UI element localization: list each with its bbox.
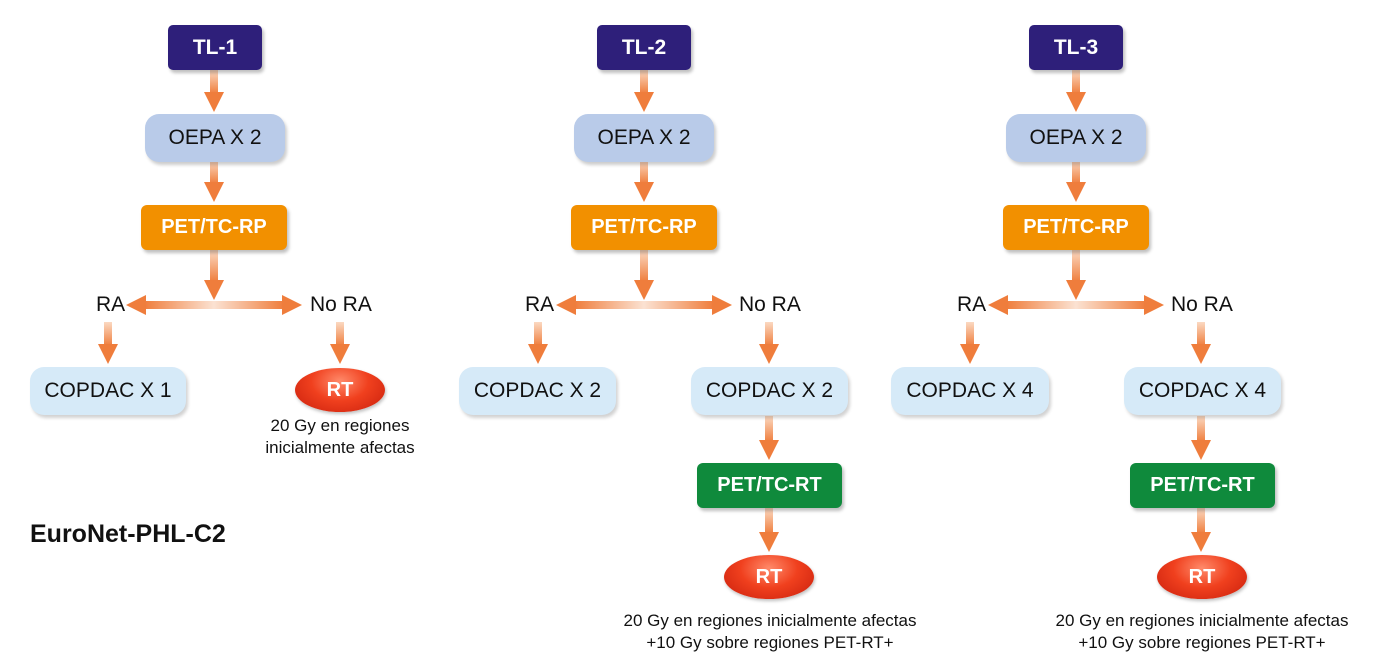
ra-label: RA <box>957 293 987 316</box>
copdac-box: COPDAC X 4 <box>1124 367 1281 415</box>
pet-tc-rp-box: PET/TC-RP <box>1003 205 1149 250</box>
arrow <box>1066 250 1086 300</box>
note-line: inicialmente afectas <box>265 438 415 457</box>
note-line: +10 Gy sobre regiones PET-RT+ <box>1078 633 1326 652</box>
arrow <box>1066 160 1086 202</box>
rt-dose-note: 20 Gy en regiones inicialmente afectas +… <box>590 610 950 654</box>
no-ra-label: No RA <box>1171 293 1233 316</box>
rt-dose-note: 20 Gy en regiones inicialmente afectas +… <box>1022 610 1382 654</box>
oepa-box: OEPA X 2 <box>574 114 714 162</box>
note-line: 20 Gy en regiones inicialmente afectas <box>623 611 917 630</box>
arrow <box>1191 322 1211 364</box>
ra-label: RA <box>525 293 555 316</box>
rt-dose-note: 20 Gy en regiones inicialmente afectas <box>220 415 460 459</box>
tl-1-box: TL-1 <box>168 25 262 70</box>
arrow <box>634 70 654 112</box>
note-line: 20 Gy en regiones inicialmente afectas <box>1055 611 1349 630</box>
arrow <box>759 508 779 552</box>
oepa-box: OEPA X 2 <box>145 114 285 162</box>
arrow <box>98 322 118 364</box>
tl-2-box: TL-2 <box>597 25 691 70</box>
copdac-box: COPDAC X 2 <box>459 367 616 415</box>
rt-ellipse: RT <box>1157 555 1247 599</box>
pet-tc-rp-box: PET/TC-RP <box>141 205 287 250</box>
no-ra-label: No RA <box>310 293 372 316</box>
oepa-box: OEPA X 2 <box>1006 114 1146 162</box>
arrow <box>204 250 224 300</box>
branch-arrow <box>126 295 302 315</box>
protocol-title: EuroNet-PHL-C2 <box>30 520 226 548</box>
copdac-box: COPDAC X 2 <box>691 367 848 415</box>
pet-tc-rt-box: PET/TC-RT <box>697 463 842 508</box>
arrow <box>528 322 548 364</box>
no-ra-label: No RA <box>739 293 801 316</box>
arrow <box>960 322 980 364</box>
copdac-box: COPDAC X 1 <box>30 367 186 415</box>
arrow <box>759 322 779 364</box>
arrow <box>204 70 224 112</box>
copdac-box: COPDAC X 4 <box>891 367 1049 415</box>
arrow <box>204 160 224 202</box>
arrow <box>634 160 654 202</box>
arrow <box>1191 508 1211 552</box>
arrow <box>330 322 350 364</box>
branch-arrow <box>556 295 732 315</box>
arrow <box>1066 70 1086 112</box>
tl-3-box: TL-3 <box>1029 25 1123 70</box>
arrow <box>634 250 654 300</box>
ra-label: RA <box>96 293 126 316</box>
note-line: +10 Gy sobre regiones PET-RT+ <box>646 633 894 652</box>
rt-ellipse: RT <box>724 555 814 599</box>
note-line: 20 Gy en regiones <box>270 416 410 435</box>
arrow <box>759 416 779 460</box>
branch-arrow <box>988 295 1164 315</box>
pet-tc-rp-box: PET/TC-RP <box>571 205 717 250</box>
rt-ellipse: RT <box>295 368 385 412</box>
arrow <box>1191 416 1211 460</box>
pet-tc-rt-box: PET/TC-RT <box>1130 463 1275 508</box>
